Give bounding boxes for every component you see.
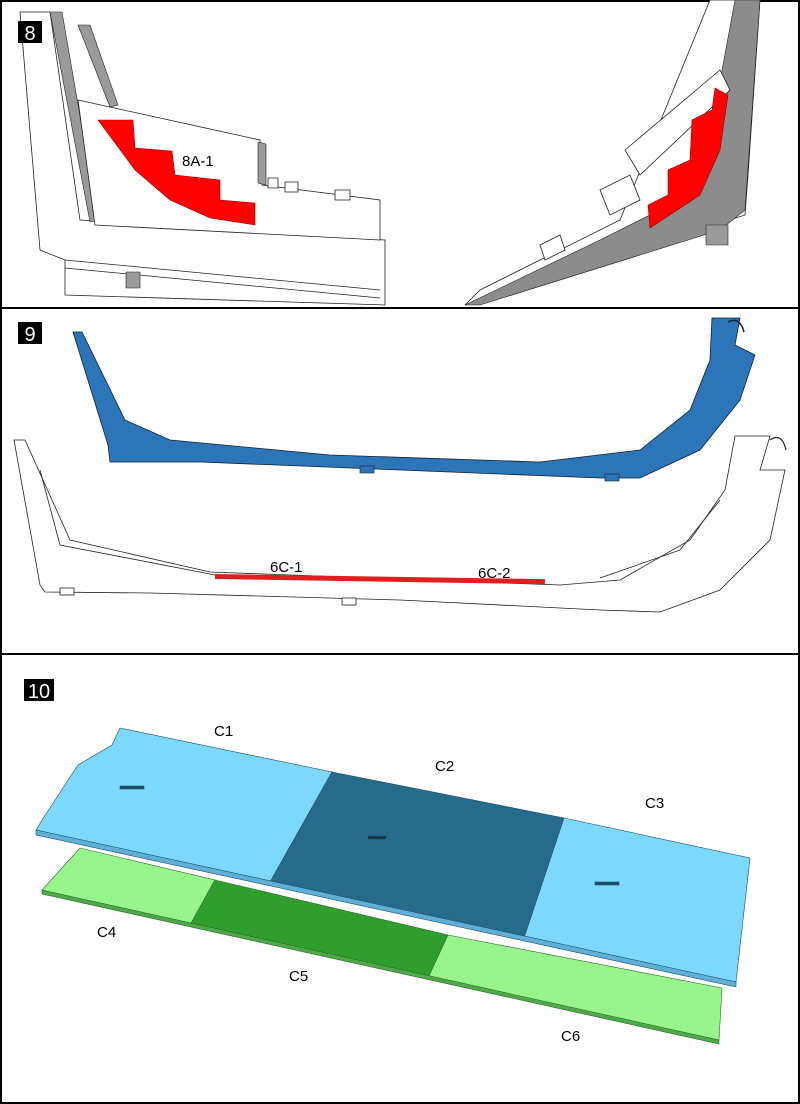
part-label-C1: C1 <box>214 723 233 740</box>
part-label-C3: C3 <box>645 795 664 812</box>
step-8-badge: 8 <box>18 21 42 45</box>
part-label-C4: C4 <box>97 924 116 941</box>
svg-text:9: 9 <box>24 324 35 346</box>
blue-keel-assembly <box>72 317 756 479</box>
red-keel-strip <box>214 573 545 585</box>
green-base-boards <box>41 847 723 1045</box>
step-10-panel <box>0 653 800 1104</box>
part-label-8A-1: 8A-1 <box>182 153 214 170</box>
step-10-badge: 10 <box>24 679 54 703</box>
part-label-6C-2: 6C-2 <box>478 565 511 582</box>
part-label-C2: C2 <box>435 758 454 775</box>
step-8-bow-view <box>19 11 386 306</box>
part-label-6C-1: 6C-1 <box>270 559 303 576</box>
svg-text:8: 8 <box>24 23 35 45</box>
step-9-badge: 9 <box>18 322 42 346</box>
part-label-C5: C5 <box>289 968 308 985</box>
blue-top-boards <box>35 727 751 988</box>
part-label-C6: C6 <box>561 1028 580 1045</box>
step-8-stern-view <box>464 0 761 306</box>
svg-text:10: 10 <box>28 681 50 703</box>
